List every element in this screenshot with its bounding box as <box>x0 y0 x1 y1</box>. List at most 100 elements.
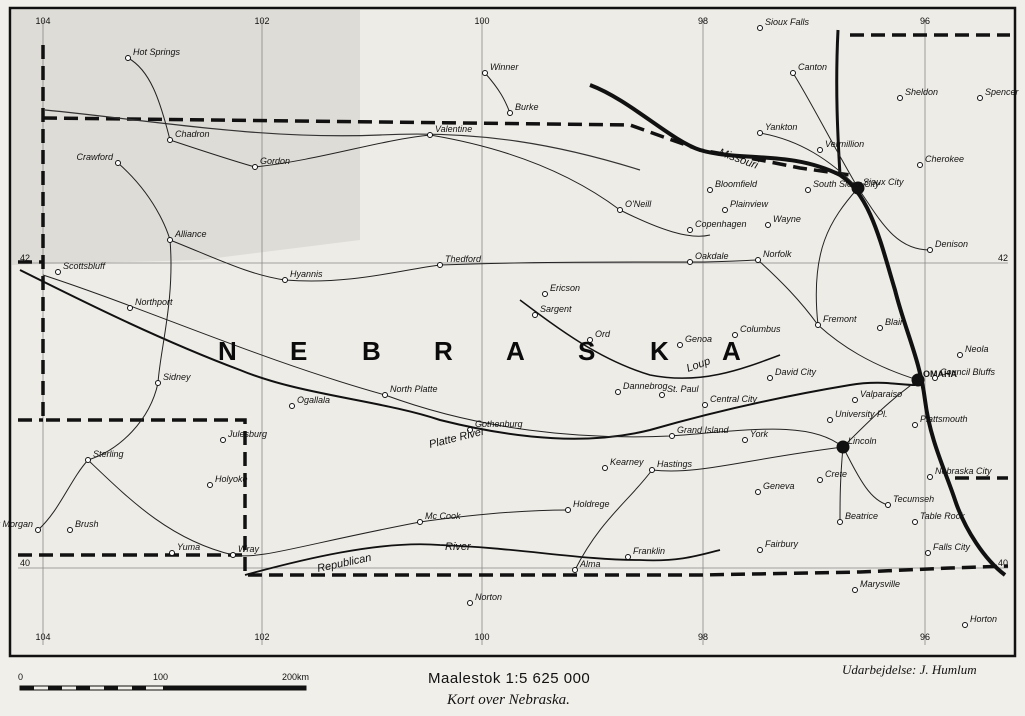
city-sioux-falls: Sioux Falls <box>757 17 810 31</box>
city-marker <box>687 259 693 265</box>
city-marker <box>167 137 173 143</box>
city-grand-island: Grand Island <box>669 425 730 439</box>
city-label: Fremont <box>823 314 857 324</box>
city-sheldon: Sheldon <box>897 87 938 101</box>
state-letter: S <box>578 336 597 366</box>
city-label: Wray <box>238 544 259 554</box>
city-sioux-city: Sioux City <box>851 177 904 195</box>
city-marker <box>742 437 748 443</box>
city-label: Winner <box>490 62 519 72</box>
city-ogallala: Ogallala <box>289 395 330 409</box>
city-label: Vermillion <box>825 139 864 149</box>
grid-label-top-100: 100 <box>474 16 489 26</box>
city-marker <box>587 337 593 343</box>
city-horton: Horton <box>962 614 997 628</box>
city-label: Hot Springs <box>133 47 181 57</box>
city-label: Council Bluffs <box>940 367 996 377</box>
river-label-river: River <box>445 541 472 553</box>
city-northport: Northport <box>127 297 173 311</box>
city-bloomfield: Bloomfield <box>707 179 758 193</box>
city-label: Fairbury <box>765 539 799 549</box>
city-label: Hastings <box>657 459 693 469</box>
city-marker <box>649 467 655 473</box>
city-crawford: Crawford <box>76 152 121 166</box>
city-label: Grand Island <box>677 425 730 435</box>
city-julesburg: Julesburg <box>220 429 267 443</box>
city-sidney: Sidney <box>155 372 191 386</box>
city-marker <box>837 519 843 525</box>
city-central-city: Central City <box>702 394 758 408</box>
city-hot-springs: Hot Springs <box>125 47 181 61</box>
city-marker <box>35 527 41 533</box>
city-marker <box>155 380 161 386</box>
city-label: OMAHA <box>923 369 957 379</box>
city-david-city: David City <box>767 367 817 381</box>
city-ord: Ord <box>587 329 611 343</box>
city-north-platte: North Platte <box>382 384 438 398</box>
city-marker <box>827 417 833 423</box>
city-marker <box>917 162 923 168</box>
city-label: Sterling <box>93 449 124 459</box>
city-tecumseh: Tecumseh <box>885 494 934 508</box>
city-copenhagen: Copenhagen <box>687 219 747 233</box>
city-label: Cherokee <box>925 154 964 164</box>
state-boundaries <box>18 33 1010 577</box>
city-label: University Pl. <box>835 409 888 419</box>
city-marker <box>507 110 513 116</box>
city-denison: Denison <box>927 239 968 253</box>
city-label: Ogallala <box>297 395 330 405</box>
city-label: Gordon <box>260 156 290 166</box>
city-york: York <box>742 429 769 443</box>
state-letter: A <box>506 336 527 366</box>
city-hyannis: Hyannis <box>282 269 323 283</box>
republican-river <box>244 543 721 576</box>
city-canton: Canton <box>790 62 827 76</box>
city-label: Holyoke <box>215 474 248 484</box>
city-label: Burke <box>515 102 539 112</box>
scale-bar: 0 100 200km <box>18 672 309 691</box>
city-label: Copenhagen <box>695 219 747 229</box>
city-norfolk: Norfolk <box>755 249 792 263</box>
city-label: Sargent <box>540 304 572 314</box>
city-marker <box>220 437 226 443</box>
city-label: David City <box>775 367 817 377</box>
city-marker <box>572 567 578 573</box>
city-marker <box>467 600 473 606</box>
city-marker <box>912 519 918 525</box>
city-valparaiso: Valparaiso <box>852 389 902 403</box>
city-marker <box>532 312 538 318</box>
city-marker <box>962 622 968 628</box>
city-marker <box>757 25 763 31</box>
city-marker <box>207 482 213 488</box>
city-marker <box>852 587 858 593</box>
city-spencer: Spencer <box>977 87 1020 101</box>
city-gothenburg: Gothenburg <box>467 419 523 433</box>
grid-label-right-42: 42 <box>998 253 1008 263</box>
city-label: Plainview <box>730 199 769 209</box>
city-holyoke: Holyoke <box>207 474 248 488</box>
city-marker <box>167 237 173 243</box>
city-label: Central City <box>710 394 758 404</box>
city-marker <box>482 70 488 76</box>
city-label: Valentine <box>435 124 472 134</box>
city-label: Beatrice <box>845 511 878 521</box>
city-label: Crete <box>825 469 847 479</box>
city-label: Sioux Falls <box>765 17 810 27</box>
city-plainview: Plainview <box>722 199 769 213</box>
city-label: Genoa <box>685 334 712 344</box>
city-marker <box>687 227 693 233</box>
city-marker <box>912 422 918 428</box>
city-oneill: O'Neill <box>617 199 652 213</box>
city-marker <box>542 291 548 297</box>
city-genoa: Genoa <box>677 334 712 348</box>
city-marker <box>702 402 708 408</box>
grid-label-bottom-102: 102 <box>254 632 269 642</box>
city-marker <box>382 392 388 398</box>
grid-label-top-102: 102 <box>254 16 269 26</box>
city-valentine: Valentine <box>427 124 472 138</box>
city-marker <box>817 477 823 483</box>
city-marker <box>932 375 938 381</box>
city-table-rock: Table Rock <box>912 511 965 525</box>
grid-label-right-40: 40 <box>998 558 1008 568</box>
